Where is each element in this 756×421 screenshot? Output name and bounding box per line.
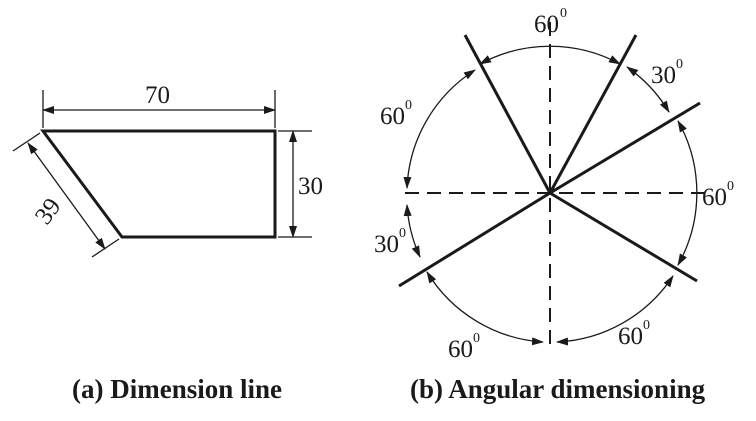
angle-label-left: 30 0 [374,226,406,258]
svg-text:30: 30 [651,62,676,89]
radial-line-lower-left [398,191,551,288]
radial-line-upper-right [548,34,638,194]
dimension-line-39 [27,142,106,250]
angle-label-upper-right: 30 0 [651,57,683,89]
arc-upper-left-60 [403,69,476,189]
angle-label-upper-left: 60 0 [380,98,412,130]
angle-label-bottom-left: 60 0 [448,331,480,363]
angle-label-top: 60 0 [534,6,567,38]
svg-text:0: 0 [560,6,567,21]
svg-text:0: 0 [405,98,412,113]
svg-text:60: 60 [380,103,405,130]
trapezoid-shape [40,129,277,239]
caption-dimension-line: (a) Dimension line [72,374,283,404]
svg-text:60: 60 [702,184,727,211]
angle-label-right: 60 0 [702,179,734,211]
radial-line-upper-left [463,34,552,194]
arc-bottom-right-60 [556,275,674,346]
arc-bottom-left-60 [426,271,544,346]
dim-label-70: 70 [145,82,170,109]
angle-label-bottom-right: 60 0 [618,318,650,350]
extension-line-slant-top [12,132,41,152]
svg-text:0: 0 [399,226,406,241]
radial-line-right [549,101,701,195]
svg-text:30: 30 [374,231,399,258]
svg-text:0: 0 [676,57,683,72]
svg-text:0: 0 [643,318,650,333]
svg-text:0: 0 [473,331,480,346]
svg-text:0: 0 [727,179,734,194]
extension-line-slant-bottom [91,238,120,258]
arc-right-60 [677,120,698,266]
arc-upper-right-30 [626,66,670,113]
svg-text:60: 60 [534,11,559,38]
arc-left-30 [403,204,421,258]
panel-a-dimension-line [12,90,312,258]
svg-text:60: 60 [448,336,473,363]
dim-label-30: 30 [298,173,323,200]
arc-top-60 [479,45,621,65]
caption-angular-dimensioning: (b) Angular dimensioning [410,374,706,404]
radial-line-lower-right [549,191,698,283]
panel-b-angular-dimensioning [398,22,705,352]
svg-text:60: 60 [618,323,643,350]
dim-label-39: 39 [30,193,67,229]
